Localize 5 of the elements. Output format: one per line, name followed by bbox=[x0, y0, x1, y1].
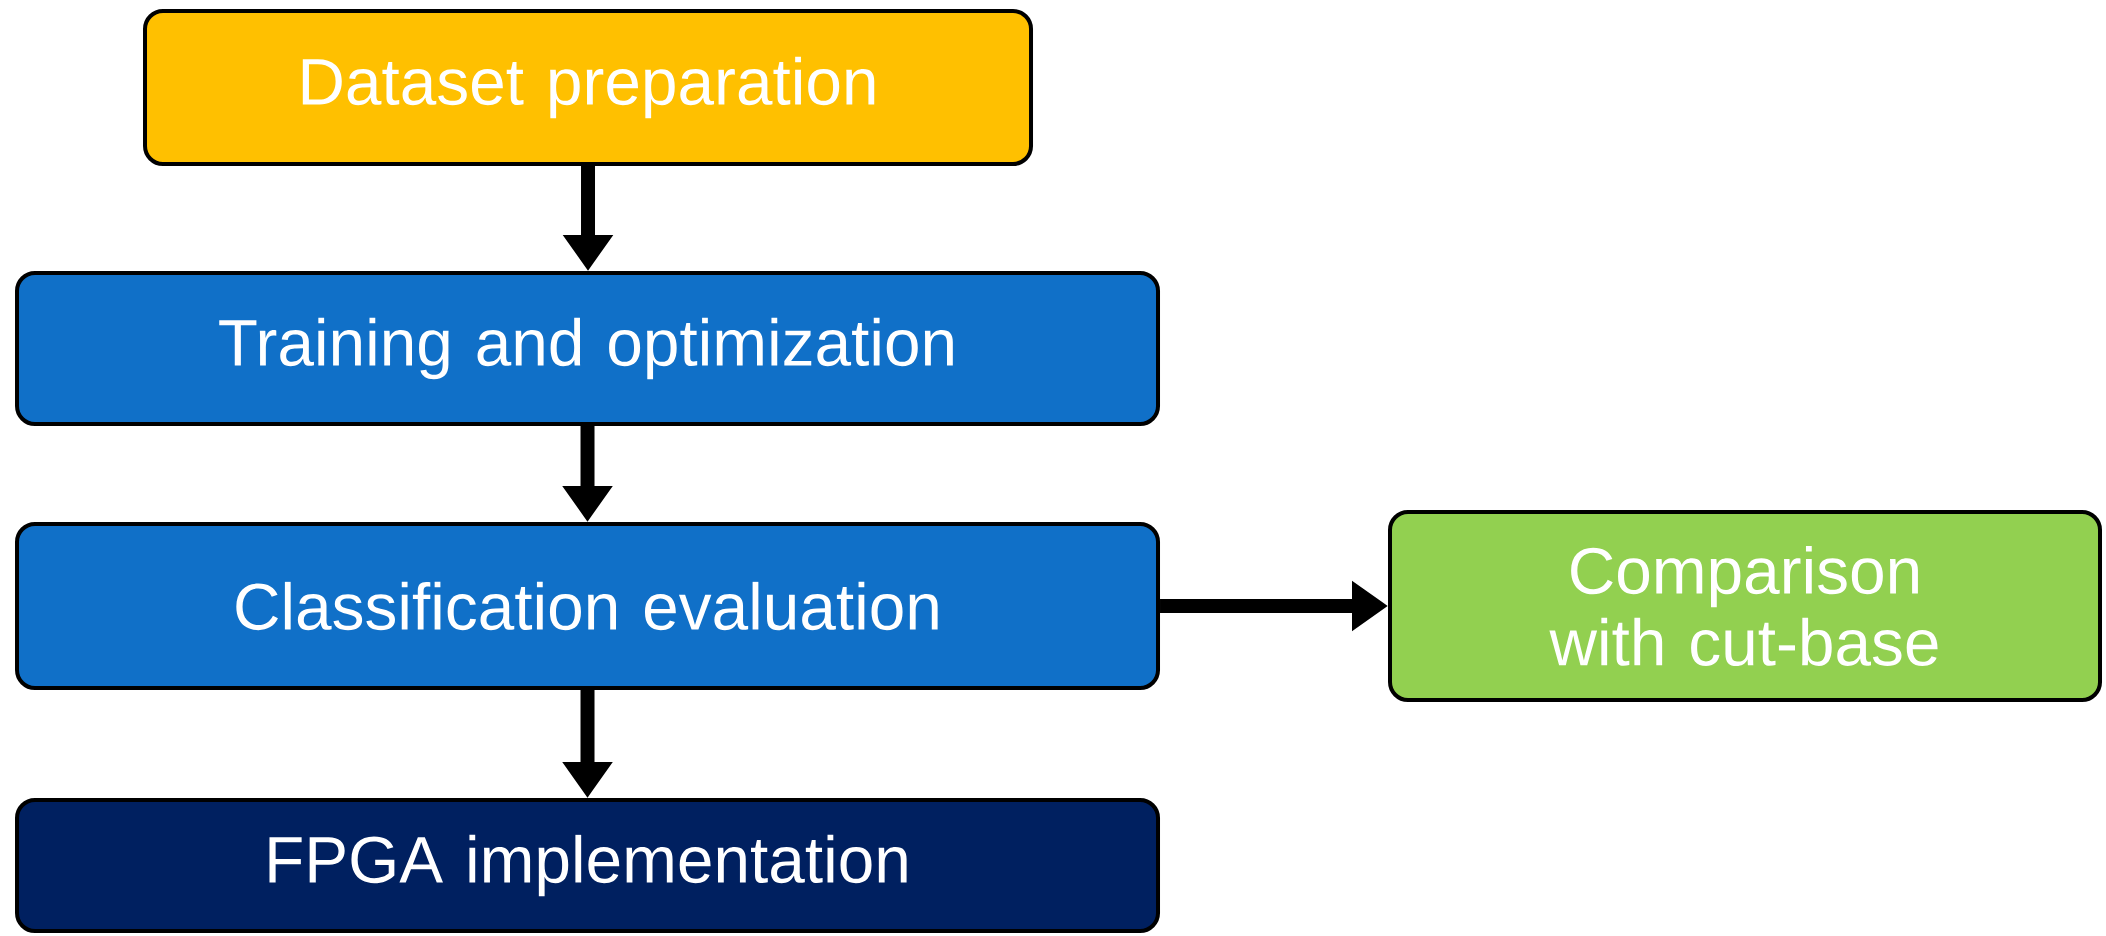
process-box: Training and optimization bbox=[15, 271, 1160, 426]
process-box: FPGA implementation bbox=[15, 798, 1160, 933]
process-box: Comparison with cut-base bbox=[1388, 510, 2102, 702]
process-box: Dataset preparation bbox=[143, 9, 1033, 166]
process-box: Classification evaluation bbox=[15, 522, 1160, 690]
